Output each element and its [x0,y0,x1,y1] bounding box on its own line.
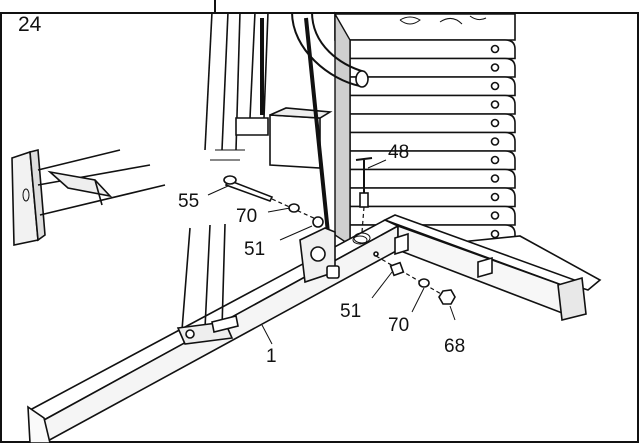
part-label-70-lower: 70 [388,315,409,336]
plate-pin-hole [490,229,500,239]
weight-plate [349,57,516,78]
weight-plate [349,39,516,60]
header-band [0,0,639,14]
bench-frame [11,148,166,246]
leader-lines [207,159,456,345]
weight-plate [349,94,516,115]
weight-plate [349,76,516,97]
part-label-1: 1 [266,346,277,367]
plate-pin-hole [490,137,500,146]
plate-pin-hole [490,211,500,220]
step-number: 24 [18,13,42,36]
plate-pin-hole [490,81,500,91]
part-labels: 55 70 51 48 51 70 68 1 [178,142,465,367]
weight-plate [349,131,516,152]
part-label-55: 55 [178,191,199,212]
part-label-51-lower: 51 [340,301,361,322]
plate-pin-hole [490,100,500,109]
plate-pin-hole [490,155,500,165]
plate-pin-hole [490,63,500,72]
weight-plate [349,187,516,208]
hardware [223,157,456,305]
part-label-51-upper: 51 [244,239,265,260]
plate-pin-hole [490,118,500,128]
part-label-70-upper: 70 [236,206,257,227]
plate-pin-hole [490,174,500,183]
plate-pin-hole [490,44,500,54]
part-label-48: 48 [388,142,409,163]
weight-plate [349,150,516,171]
base-frame [27,214,587,443]
weight-plate [349,168,516,189]
header-divider [214,0,216,12]
part-label-68: 68 [444,336,465,357]
weight-plate [349,113,516,134]
plate-pin-hole [490,192,500,202]
weight-plate [349,205,516,226]
